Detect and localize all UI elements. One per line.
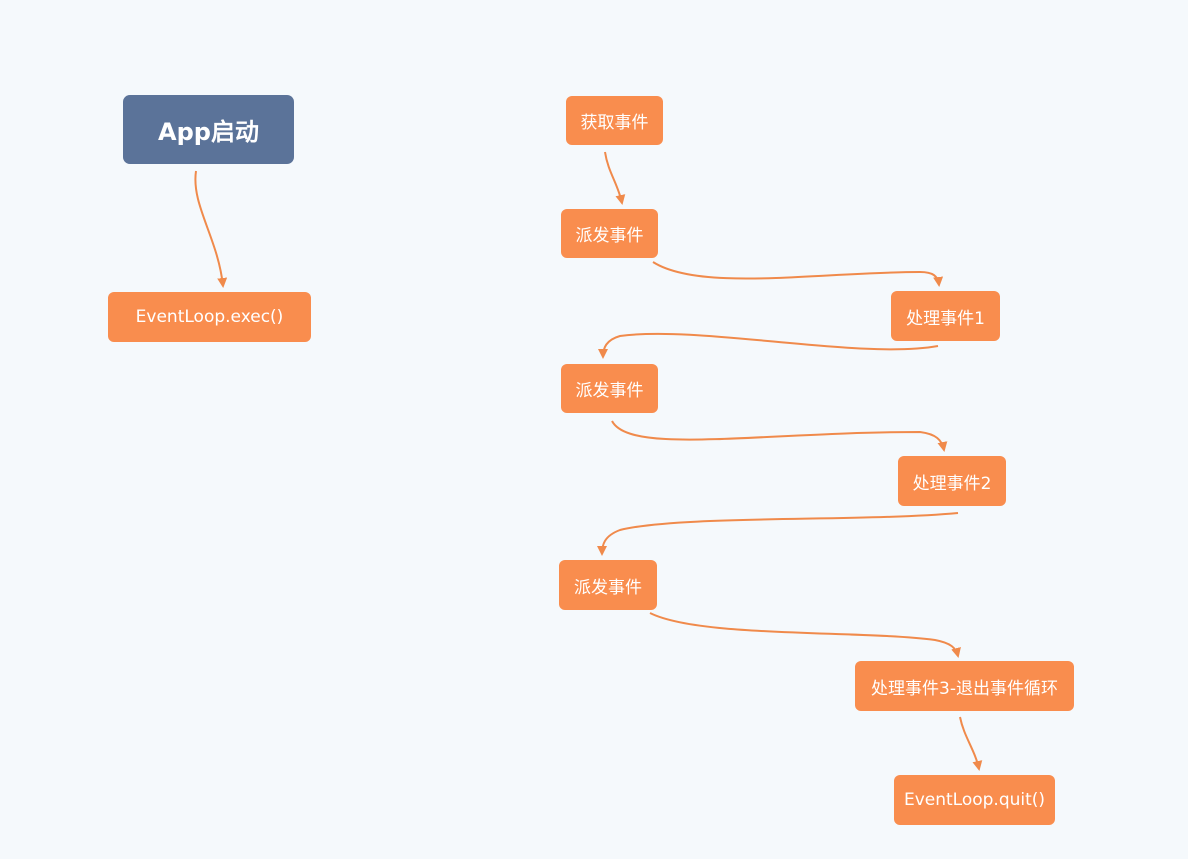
node-eventloop-quit[interactable]: EventLoop.quit() — [894, 775, 1055, 825]
edge-dispatch-1-to-handle-1 — [652, 261, 944, 287]
edge-handle-1-to-dispatch-2 — [598, 332, 939, 359]
node-get-event[interactable]: 获取事件 — [566, 96, 663, 145]
node-dispatch-event-3[interactable]: 派发事件 — [559, 560, 657, 610]
edge-handle-2-to-dispatch-3 — [597, 512, 959, 556]
edge-get-to-dispatch-1 — [604, 151, 626, 205]
edge-handle-3-to-quit — [959, 716, 983, 771]
edge-dispatch-3-to-handle-3 — [649, 612, 961, 658]
node-app-start[interactable]: App启动 — [123, 95, 294, 164]
node-handle-event-2[interactable]: 处理事件2 — [898, 456, 1006, 506]
node-handle-event-3-exit-loop[interactable]: 处理事件3-退出事件循环 — [855, 661, 1074, 711]
edge-dispatch-2-to-handle-2 — [611, 420, 948, 452]
edge-app-to-exec — [194, 170, 228, 288]
node-dispatch-event-1[interactable]: 派发事件 — [561, 209, 658, 258]
node-dispatch-event-2[interactable]: 派发事件 — [561, 364, 658, 413]
node-handle-event-1[interactable]: 处理事件1 — [891, 291, 1000, 341]
node-eventloop-exec[interactable]: EventLoop.exec() — [108, 292, 311, 342]
